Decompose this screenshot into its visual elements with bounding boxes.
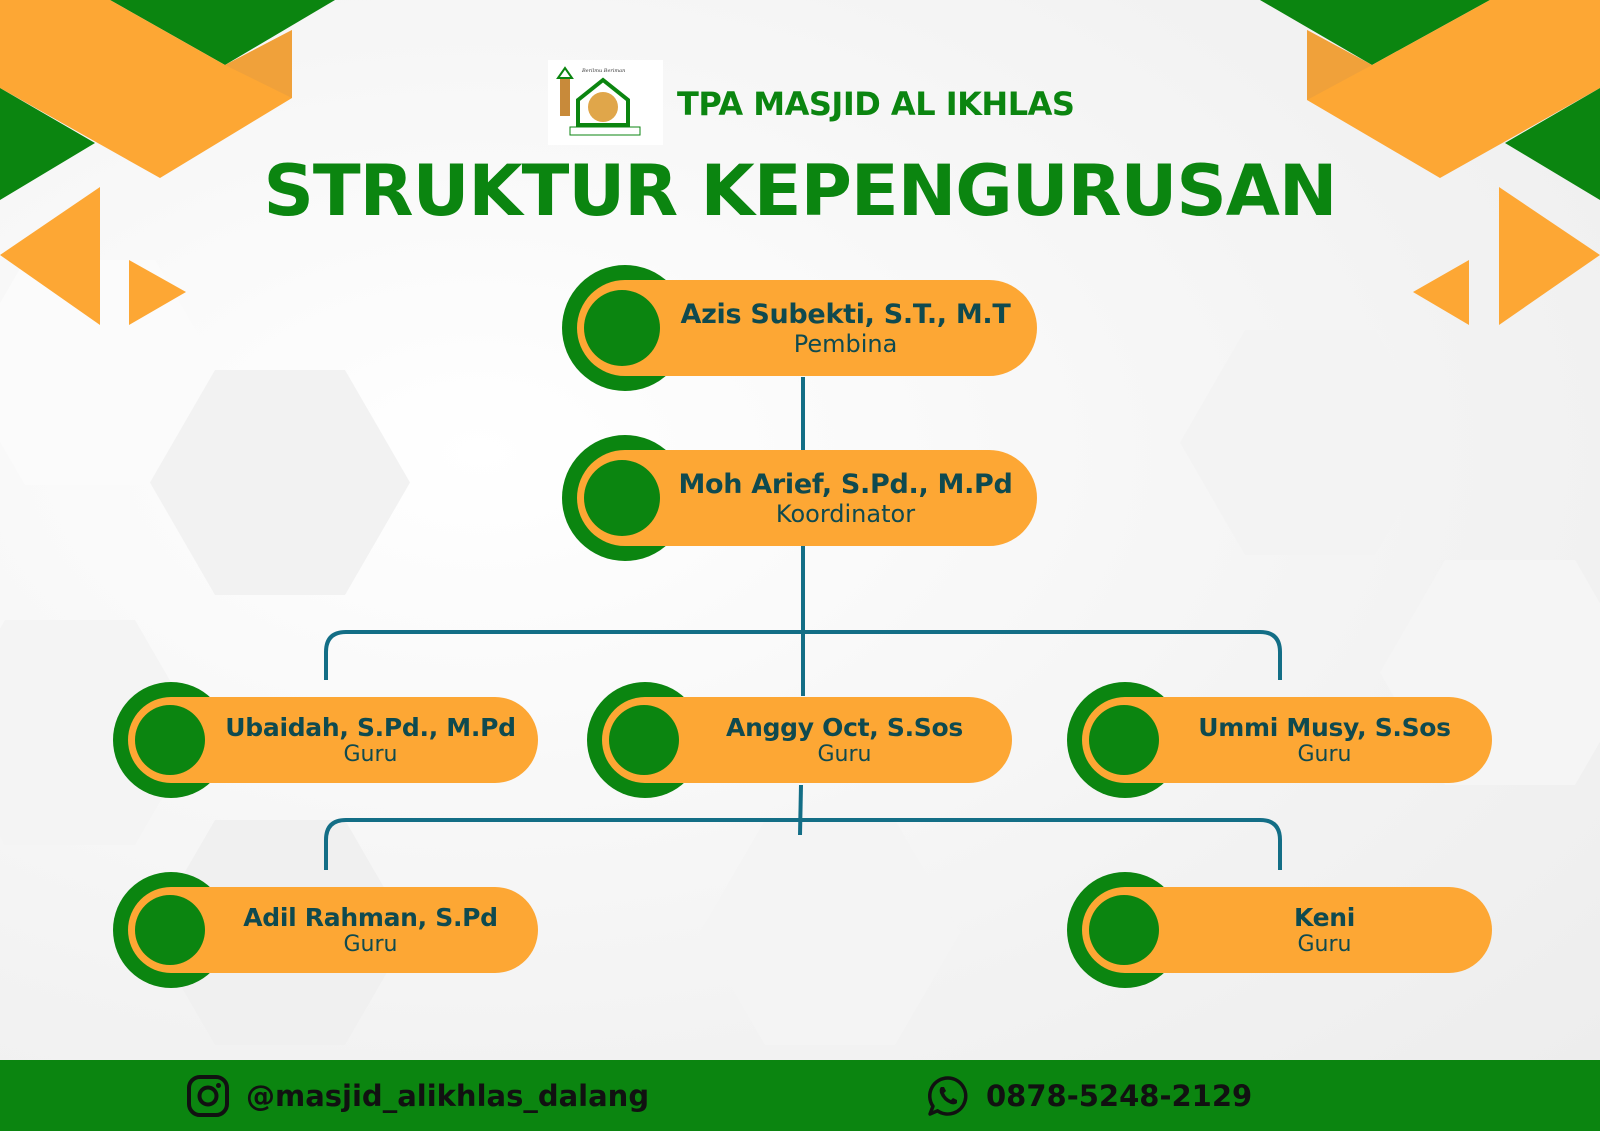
bg-hexagon: [1180, 330, 1440, 555]
avatar: [1089, 705, 1159, 775]
member-role: Guru: [817, 742, 872, 767]
member-name: Ummi Musy, S.Sos: [1198, 713, 1451, 742]
whatsapp-link[interactable]: 0878-5248-2129: [926, 1060, 1252, 1131]
member-role: Guru: [343, 742, 398, 767]
member-role: Pembina: [793, 329, 898, 358]
avatar: [135, 895, 205, 965]
member-name: Adil Rahman, S.Pd: [243, 903, 498, 932]
member-name: Ubaidah, S.Pd., M.Pd: [225, 713, 516, 742]
svg-text:Berilmu Beriman: Berilmu Beriman: [581, 68, 625, 74]
org-card-guru: Keni Guru: [1067, 872, 1492, 988]
avatar: [584, 460, 660, 536]
org-card-guru: Anggy Oct, S.Sos Guru: [587, 682, 1012, 798]
avatar: [135, 705, 205, 775]
org-card-guru: Adil Rahman, S.Pd Guru: [113, 872, 538, 988]
whatsapp-number: 0878-5248-2129: [986, 1078, 1253, 1113]
avatar: [584, 290, 660, 366]
org-card-guru: Ummi Musy, S.Sos Guru: [1067, 682, 1492, 798]
member-role: Koordinator: [775, 499, 916, 528]
organization-name: TPA MASJID AL IKHLAS: [677, 85, 1075, 123]
avatar: [609, 705, 679, 775]
member-name: Anggy Oct, S.Sos: [726, 713, 963, 742]
org-card-guru: Ubaidah, S.Pd., M.Pd Guru: [113, 682, 538, 798]
avatar: [1089, 895, 1159, 965]
page-title: STRUKTUR KEPENGURUSAN: [263, 150, 1338, 232]
instagram-link[interactable]: @masjid_alikhlas_dalang: [186, 1060, 649, 1131]
member-name: Moh Arief, S.Pd., M.Pd: [678, 468, 1013, 500]
member-role: Guru: [1297, 932, 1352, 957]
instagram-icon: [187, 1074, 229, 1117]
org-card-pembina: Azis Subekti, S.T., M.T Pembina: [562, 265, 1037, 391]
instagram-handle: @masjid_alikhlas_dalang: [246, 1078, 650, 1113]
member-name: Keni: [1293, 903, 1356, 932]
org-card-koordinator: Moh Arief, S.Pd., M.Pd Koordinator: [562, 435, 1037, 561]
member-name: Azis Subekti, S.T., M.T: [680, 298, 1011, 330]
mosque-logo-icon: Berilmu Beriman: [556, 66, 641, 136]
organization-logo: Berilmu Beriman: [548, 60, 663, 145]
whatsapp-icon: [928, 1075, 968, 1116]
member-role: Guru: [343, 932, 398, 957]
footer-bar: @masjid_alikhlas_dalang 0878-5248-2129: [0, 1060, 1600, 1131]
member-role: Guru: [1297, 742, 1352, 767]
